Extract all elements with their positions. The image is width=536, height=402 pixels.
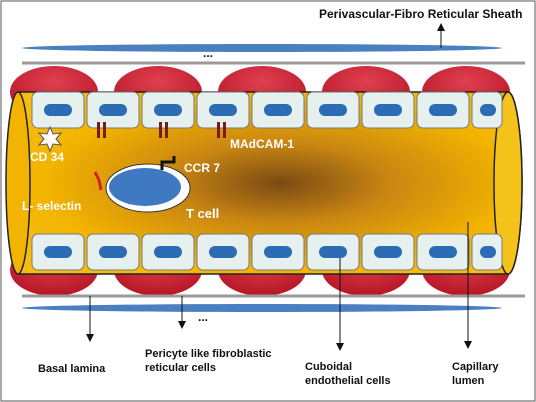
nucleus: [44, 246, 72, 258]
nucleus: [480, 246, 496, 258]
basal-lamina-label: Basal lamina: [38, 363, 106, 375]
sheath-label: Perivascular-Fibro Reticular Sheath: [319, 7, 522, 21]
cuboidal-label-line2: endothelial cells: [305, 375, 391, 387]
nucleus: [319, 104, 347, 116]
nucleus: [264, 246, 292, 258]
l-selectin-icon: [93, 171, 103, 191]
madcam-bar: [103, 122, 106, 138]
t-cell-label: T cell: [186, 206, 219, 221]
madcam-bar: [159, 122, 162, 138]
pericyte-label-line1: Pericyte like fibroblastic: [145, 348, 272, 360]
t-cell-nucleus: [109, 168, 181, 206]
madcam-bar: [223, 122, 226, 138]
capillary-label-line2: lumen: [452, 375, 485, 387]
capillary-label-line1: Capillary: [452, 361, 499, 373]
nucleus: [374, 104, 402, 116]
nucleus: [209, 104, 237, 116]
madcam-bar: [217, 122, 220, 138]
madcam-label: MAdCAM-1: [230, 137, 294, 151]
pericyte-label-line2: reticular cells: [145, 362, 216, 374]
lumen-left-end: [5, 91, 31, 275]
ccr7-label: CCR 7: [184, 161, 220, 175]
top-sheath-dots: ...: [203, 46, 213, 60]
top-sheath: [22, 44, 502, 52]
nucleus: [154, 246, 182, 258]
lumen-right-end: [493, 91, 523, 275]
nucleus: [154, 104, 182, 116]
madcam-markers: [97, 122, 226, 138]
madcam-bar: [165, 122, 168, 138]
nucleus: [264, 104, 292, 116]
top-endothelial-row: [31, 91, 503, 129]
cd34-label: CD 34: [30, 150, 64, 164]
nucleus: [319, 246, 347, 258]
nucleus: [480, 104, 496, 116]
nucleus: [99, 104, 127, 116]
madcam-bar: [97, 122, 100, 138]
bottom-endothelial-row: [31, 233, 503, 271]
nucleus: [44, 104, 72, 116]
l-selectin-label: L- selectin: [22, 199, 81, 213]
nucleus: [429, 246, 457, 258]
nucleus: [99, 246, 127, 258]
ccr7-receptor-icon: [160, 156, 176, 170]
cuboidal-label-line1: Cuboidal: [305, 361, 352, 373]
nucleus: [374, 246, 402, 258]
cd34-star-icon: [37, 125, 63, 153]
nucleus: [429, 104, 457, 116]
nucleus: [209, 246, 237, 258]
bottom-sheath: [22, 304, 502, 312]
bottom-sheath-dots: ...: [198, 310, 208, 324]
